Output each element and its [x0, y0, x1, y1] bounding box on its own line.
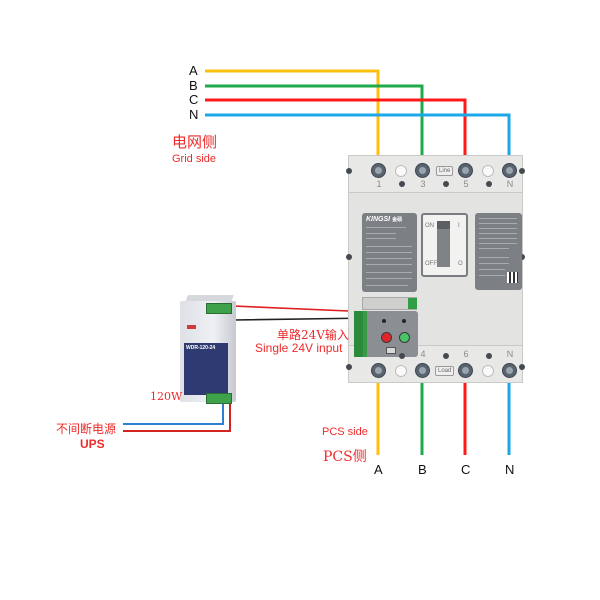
grid-phase-label-b: B — [189, 78, 198, 93]
mode-switch[interactable] — [386, 347, 396, 354]
load-terminal-number: 4 — [420, 349, 426, 359]
wire-ups-blue — [123, 400, 224, 425]
grid-phase-label-c: C — [189, 92, 199, 107]
load-terminal-number: 6 — [463, 349, 469, 359]
push-off-button[interactable] — [399, 332, 410, 343]
terminal-screw — [399, 181, 405, 187]
motor-control-module — [354, 311, 418, 357]
dummy-terminal — [482, 165, 494, 177]
grid-side-label-cn: 电网侧 — [172, 133, 218, 151]
switch-i-label: I — [458, 223, 460, 229]
dummy-terminal — [482, 365, 494, 377]
terminal-screw — [486, 181, 492, 187]
mount-screw — [346, 254, 352, 260]
breaker-nameplate: KINGSI 金硕 — [362, 213, 417, 292]
load-tag: Load — [435, 366, 455, 376]
wire-phase-c-grid — [205, 98, 467, 170]
switch-lever[interactable] — [437, 221, 450, 267]
pcs-side-label-en: PCS side — [322, 426, 368, 438]
switch-off-label: OFF — [425, 261, 437, 267]
switch-on-label: ON — [425, 223, 434, 229]
pcs-phase-label-a: A — [374, 462, 383, 477]
ups-label-cn: 不间断电源 — [56, 422, 117, 436]
psu-rating-label: 120W — [150, 390, 183, 403]
pcs-phase-label-n: N — [505, 462, 515, 477]
wire-ups-red — [123, 400, 231, 432]
wire-phase-b-grid — [205, 84, 424, 170]
mount-screw — [519, 364, 525, 370]
line-terminal-3[interactable] — [415, 163, 430, 178]
qr-code-icon — [507, 272, 518, 283]
line-tag: Line — [436, 166, 454, 176]
ready-led — [382, 319, 386, 323]
terminal-screw — [443, 181, 449, 187]
control-terminal-strip[interactable] — [354, 311, 363, 357]
dummy-terminal — [395, 165, 407, 177]
breaker-handle-switch[interactable]: ON OFF I O — [421, 213, 468, 277]
grid-side-label-en: Grid side — [172, 153, 217, 165]
pcs-side-label-cn: PCS侧 — [323, 449, 367, 465]
psu-output-terminal[interactable] — [206, 303, 232, 314]
switch-o-label: O — [458, 261, 463, 267]
single-24v-input-label-cn: 单路24V输入 — [277, 328, 349, 342]
pcs-phase-label-c: C — [461, 462, 471, 477]
terminal-screw — [443, 353, 449, 359]
load-terminal-n[interactable] — [502, 363, 517, 378]
instruction-plate — [475, 213, 522, 290]
brand-logo: KINGSI 金硕 — [366, 216, 403, 223]
mount-screw — [519, 168, 525, 174]
grid-phase-label-a: A — [189, 63, 198, 78]
line-terminal-5[interactable] — [458, 163, 473, 178]
mount-screw — [346, 168, 352, 174]
psu-model-label: WDR-120-24 — [186, 345, 216, 351]
line-terminal-n[interactable] — [502, 163, 517, 178]
dummy-terminal — [395, 365, 407, 377]
alarm-led — [402, 319, 406, 323]
load-terminal-number: N — [506, 349, 514, 359]
grid-phase-label-n: N — [189, 107, 199, 122]
single-24v-input-label-en: Single 24V input — [255, 341, 343, 355]
wire-neutral-grid — [205, 113, 511, 170]
load-terminal-6[interactable] — [458, 363, 473, 378]
line-terminal-number: 5 — [463, 179, 469, 189]
auxiliary-contact — [362, 297, 417, 310]
line-terminal-1[interactable] — [371, 163, 386, 178]
load-terminal-4[interactable] — [415, 363, 430, 378]
mount-screw — [346, 364, 352, 370]
load-terminal-number: 2 — [376, 349, 382, 359]
load-terminal-2[interactable] — [371, 363, 386, 378]
psu-input-terminal[interactable] — [206, 393, 232, 404]
push-on-button[interactable] — [381, 332, 392, 343]
line-terminal-number: 3 — [420, 179, 426, 189]
aux-terminal — [408, 298, 417, 309]
mount-screw — [519, 254, 525, 260]
line-terminal-number: N — [506, 179, 514, 189]
din-rail-power-supply: WDR-120-24 — [180, 295, 236, 404]
terminal-screw — [486, 353, 492, 359]
ups-label-en: UPS — [80, 437, 105, 451]
line-terminal-number: 1 — [376, 179, 382, 189]
psu-label-panel — [184, 343, 228, 395]
wire-phase-a-grid — [205, 69, 380, 170]
circuit-breaker: Line 1 3 5 N KINGSI 金硕 ON OFF I O — [346, 155, 525, 383]
psu-brand-logo — [187, 325, 196, 329]
terminal-screw — [399, 353, 405, 359]
pcs-phase-label-b: B — [418, 462, 427, 477]
